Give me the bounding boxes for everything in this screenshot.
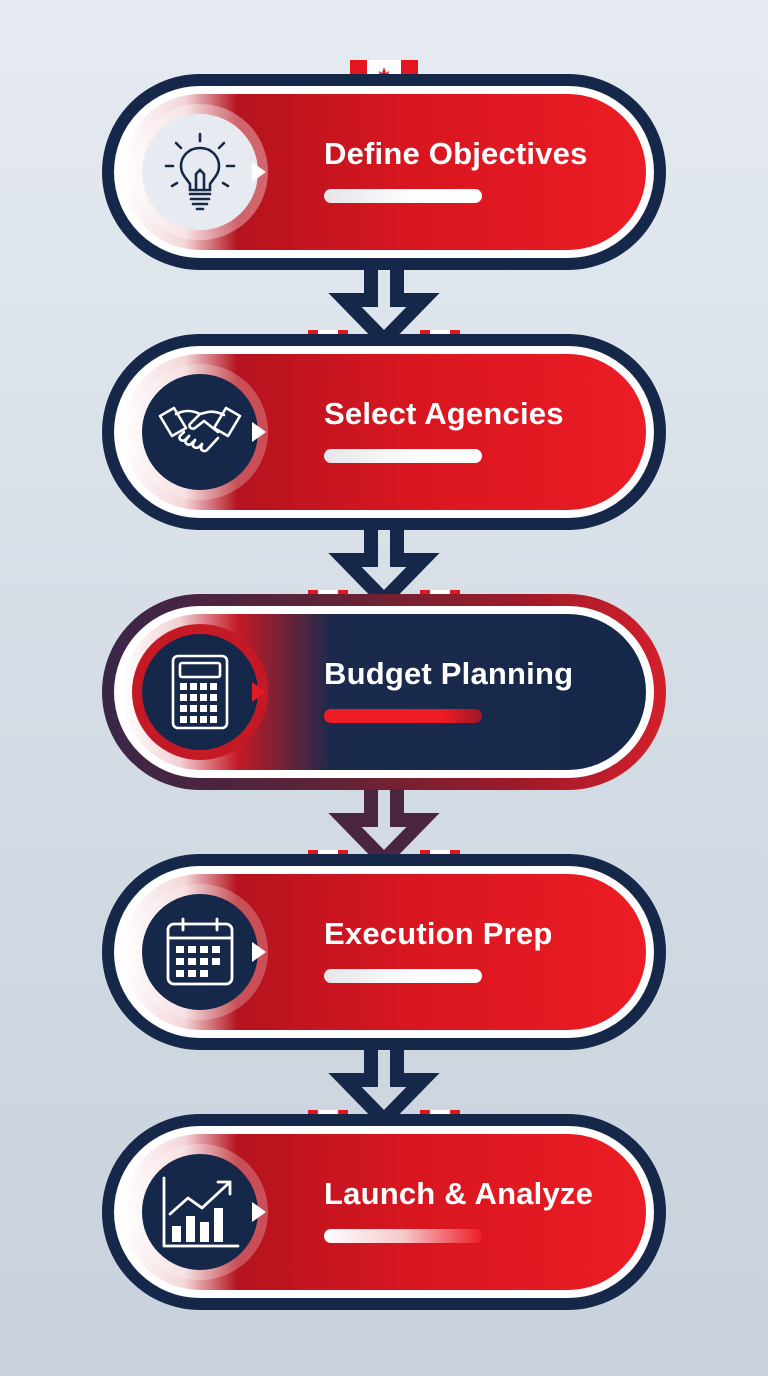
progress-bar xyxy=(324,449,482,463)
calculator-icon-circle xyxy=(142,634,258,750)
calculator-icon xyxy=(171,654,229,730)
progress-bar xyxy=(324,189,482,203)
step-title: Launch & Analyze xyxy=(324,1176,594,1211)
connector-arrow-1 xyxy=(328,253,440,351)
handshake-icon xyxy=(158,406,242,453)
step-execution-prep: Execution Prep xyxy=(102,854,666,1050)
progress-bar xyxy=(324,969,482,983)
step-title: Budget Planning xyxy=(324,656,574,691)
step-budget-planning: Budget Planning xyxy=(102,594,666,790)
step-select-agencies: Select Agencies xyxy=(102,334,666,530)
calendar-icon xyxy=(166,917,234,986)
progress-bar xyxy=(324,709,482,723)
step-launch-analyze: Launch & Analyze xyxy=(102,1114,666,1310)
progress-bar xyxy=(324,1229,482,1243)
connector-arrow-2 xyxy=(328,513,440,611)
calendar-icon-circle xyxy=(142,894,258,1010)
step-title: Define Objectives xyxy=(324,136,588,171)
handshake-icon-circle xyxy=(142,374,258,490)
step-title: Execution Prep xyxy=(324,916,553,951)
step-define-objectives: Define Objectives xyxy=(102,74,666,270)
lightbulb-icon-circle xyxy=(142,114,258,230)
lightbulb-icon xyxy=(164,132,236,211)
growth-chart-icon xyxy=(162,1176,240,1248)
connector-arrow-3 xyxy=(328,773,440,871)
connector-arrow-4 xyxy=(328,1033,440,1131)
growth-chart-icon-circle xyxy=(142,1154,258,1270)
step-title: Select Agencies xyxy=(324,396,564,431)
